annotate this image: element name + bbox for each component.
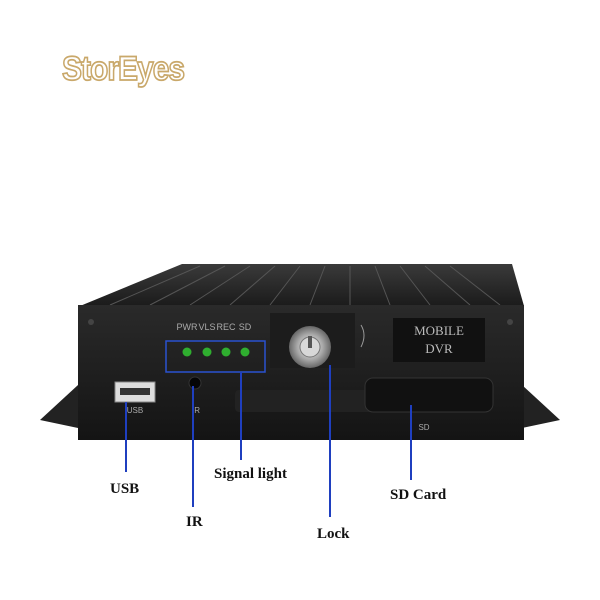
panel-label-dvr: DVR: [425, 341, 453, 356]
lock-icon[interactable]: [289, 326, 331, 368]
storeyes-logo: StorEyes: [61, 49, 186, 89]
callout-lines: [125, 365, 412, 517]
ir-port-label: IR: [192, 406, 200, 415]
callout-sd-card: SD Card: [390, 487, 447, 503]
led-sd: [240, 347, 250, 357]
signal-light-frame: [165, 340, 266, 373]
led-rec: [221, 347, 231, 357]
left-flange: [40, 385, 78, 428]
led-pwr: [182, 347, 192, 357]
sd-card-slot: [364, 377, 494, 413]
callout-signal-light: Signal light: [214, 466, 287, 482]
sd-port-label: SD: [418, 423, 429, 432]
led-vls: [202, 347, 212, 357]
led-label-rec: REC: [216, 322, 236, 332]
heatsink-top: [80, 264, 524, 306]
right-flange: [522, 385, 560, 428]
usb-port-label: USB: [127, 406, 143, 415]
callout-ir: IR: [186, 514, 203, 530]
led-label-sd: SD: [239, 322, 252, 332]
callout-lock: Lock: [317, 526, 350, 542]
callout-usb: USB: [110, 481, 140, 497]
led-label-pwr: PWR: [177, 322, 198, 332]
panel-label-mobile: MOBILE: [414, 323, 464, 338]
status-leds: [182, 347, 250, 357]
led-label-vls: VLS: [198, 322, 215, 332]
ir-sensor: [188, 376, 202, 390]
